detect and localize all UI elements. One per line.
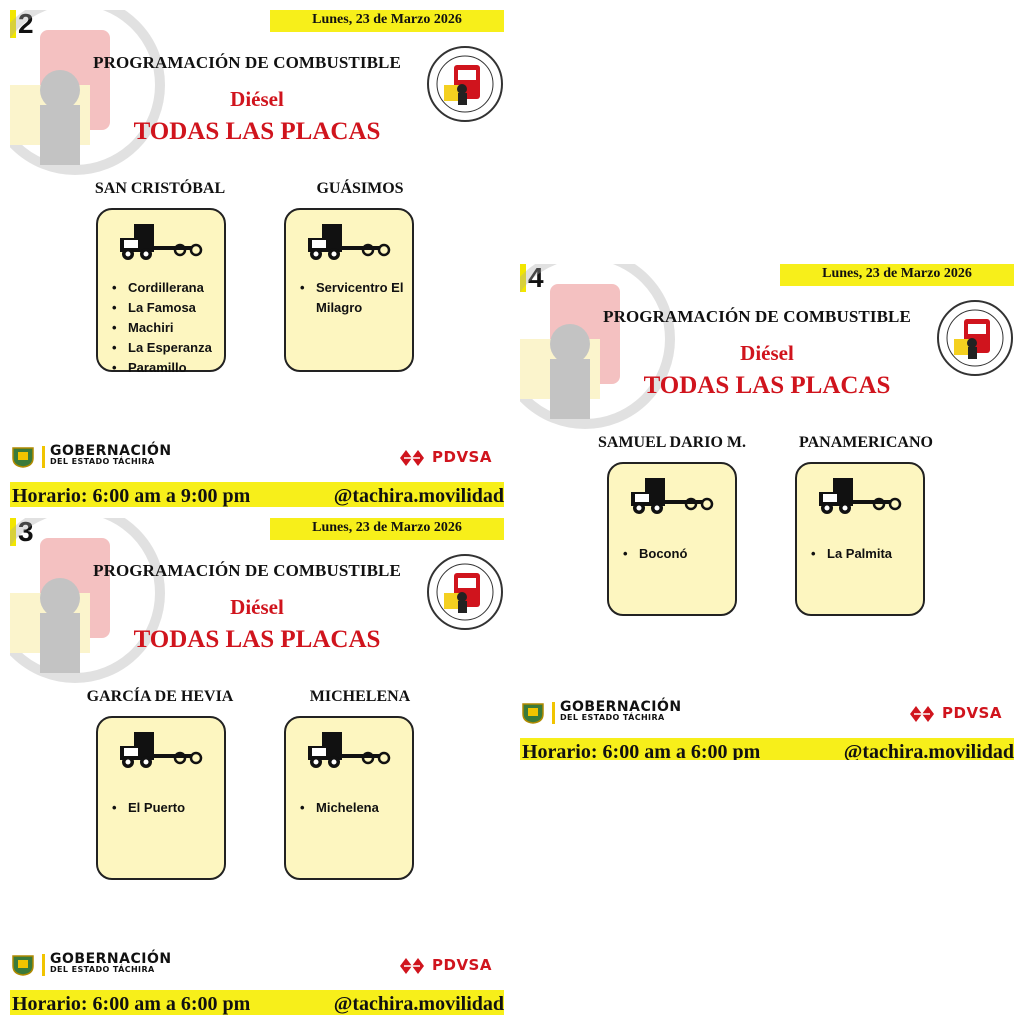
schedule-title: PROGRAMACIÓN DE COMBUSTIBLE <box>93 53 401 72</box>
footer-logos: GOBERNACIÓN DEL ESTADO TÁCHIRA PDVSA <box>10 442 504 472</box>
column-title: SAMUEL DARIO M. <box>597 434 746 451</box>
column-title: SAN CRISTÓBAL <box>94 180 226 197</box>
station-list: Servicentro El Milagro <box>300 278 412 318</box>
fuel-schedule-card-3: 3 Lunes, 23 de Marzo 2026 PROGRAMACIÓN D… <box>10 518 504 1015</box>
divider <box>42 446 45 468</box>
card-number: 4 <box>520 264 544 292</box>
truck-icon <box>631 478 714 514</box>
date-banner: Lunes, 23 de Marzo 2026 <box>780 264 1014 286</box>
station-item: El Puerto <box>112 798 185 818</box>
column-title: PANAMERICANO <box>799 434 933 451</box>
column-title: MICHELENA <box>309 688 411 705</box>
fuel-type: Diésel <box>230 87 284 111</box>
station-box: Michelena <box>284 716 414 880</box>
bottom-banner: Horario: 6:00 am a 6:00 pm @tachira.movi… <box>10 990 504 1015</box>
pdvsa-logo-icon <box>400 958 424 974</box>
station-item: Servicentro El Milagro <box>300 278 412 318</box>
social-handle: @tachira.movilidad <box>333 485 504 507</box>
bottom-banner: Horario: 6:00 am a 6:00 pm @tachira.movi… <box>520 738 1014 760</box>
gobernacion-title: GOBERNACIÓN <box>560 699 682 715</box>
station-box: Servicentro El Milagro <box>284 208 414 372</box>
station-box: El Puerto <box>96 716 226 880</box>
schedule-title: PROGRAMACIÓN DE COMBUSTIBLE <box>603 307 911 326</box>
station-list: El Puerto <box>112 798 185 818</box>
station-item: La Famosa <box>112 298 212 318</box>
watermark-logo-icon <box>520 264 675 429</box>
station-item: La Palmita <box>811 544 892 564</box>
pdvsa-label: PDVSA <box>432 448 492 466</box>
station-list: Boconó <box>623 544 687 564</box>
watermark-logo-icon <box>10 518 165 683</box>
pdvsa-logo-icon <box>400 450 424 466</box>
watermark-logo-icon <box>10 10 165 175</box>
schedule-hours: Horario: 6:00 am a 9:00 pm <box>12 485 251 507</box>
truck-icon <box>120 732 203 768</box>
fuel-schedule-card-2: 2 Lunes, 23 de Marzo 2026 PROGRAMACIÓN D… <box>10 10 504 507</box>
card-number: 2 <box>10 10 34 38</box>
station-item: Cordillerana <box>112 278 212 298</box>
card-number: 3 <box>10 518 34 546</box>
divider <box>552 702 555 724</box>
footer-logos: GOBERNACIÓN DEL ESTADO TÁCHIRA PDVSA <box>520 698 1014 728</box>
movilidad-seal-icon <box>427 554 503 630</box>
plates-label: TODAS LAS PLACAS <box>643 372 891 399</box>
schedule-hours: Horario: 6:00 am a 6:00 pm <box>12 993 251 1015</box>
gobernacion-title: GOBERNACIÓN <box>50 443 172 459</box>
station-list: La Palmita <box>811 544 892 564</box>
station-item: Paramillo <box>112 358 212 378</box>
column-title: GARCÍA DE HEVIA <box>86 688 234 705</box>
gobernacion-title: GOBERNACIÓN <box>50 951 172 967</box>
plates-label: TODAS LAS PLACAS <box>133 118 381 145</box>
date-banner: Lunes, 23 de Marzo 2026 <box>270 10 504 32</box>
tachira-shield-icon <box>12 447 34 468</box>
station-item: Michelena <box>300 798 379 818</box>
social-handle: @tachira.movilidad <box>843 741 1014 760</box>
movilidad-seal-icon <box>937 300 1013 376</box>
truck-icon <box>819 478 902 514</box>
fuel-type: Diésel <box>230 595 284 619</box>
gobernacion-subtitle: DEL ESTADO TÁCHIRA <box>50 457 155 466</box>
truck-icon <box>308 732 391 768</box>
station-item: La Esperanza <box>112 338 212 358</box>
plates-label: TODAS LAS PLACAS <box>133 626 381 653</box>
gobernacion-subtitle: DEL ESTADO TÁCHIRA <box>50 965 155 974</box>
pdvsa-logo-icon <box>910 706 934 722</box>
station-item: Boconó <box>623 544 687 564</box>
movilidad-seal-icon <box>427 46 503 122</box>
gobernacion-subtitle: DEL ESTADO TÁCHIRA <box>560 713 665 722</box>
date-banner: Lunes, 23 de Marzo 2026 <box>270 518 504 540</box>
divider <box>42 954 45 976</box>
fuel-type: Diésel <box>740 341 794 365</box>
tachira-shield-icon <box>522 703 544 724</box>
station-box: Cordillerana La Famosa Machiri La Espera… <box>96 208 226 378</box>
station-list: Cordillerana La Famosa Machiri La Espera… <box>112 278 212 378</box>
fuel-schedule-card-4: 4 Lunes, 23 de Marzo 2026 PROGRAMACIÓN D… <box>520 264 1014 760</box>
pdvsa-label: PDVSA <box>942 704 1002 722</box>
footer-logos: GOBERNACIÓN DEL ESTADO TÁCHIRA PDVSA <box>10 950 504 980</box>
station-item: Machiri <box>112 318 212 338</box>
station-box: Boconó <box>607 462 737 616</box>
schedule-title: PROGRAMACIÓN DE COMBUSTIBLE <box>93 561 401 580</box>
schedule-hours: Horario: 6:00 am a 6:00 pm <box>522 741 761 760</box>
truck-icon <box>308 224 391 260</box>
station-list: Michelena <box>300 798 379 818</box>
bottom-banner: Horario: 6:00 am a 9:00 pm @tachira.movi… <box>10 482 504 507</box>
column-title: GUÁSIMOS <box>316 180 404 197</box>
truck-icon <box>120 224 203 260</box>
tachira-shield-icon <box>12 955 34 976</box>
station-box: La Palmita <box>795 462 925 616</box>
social-handle: @tachira.movilidad <box>333 993 504 1015</box>
pdvsa-label: PDVSA <box>432 956 492 974</box>
